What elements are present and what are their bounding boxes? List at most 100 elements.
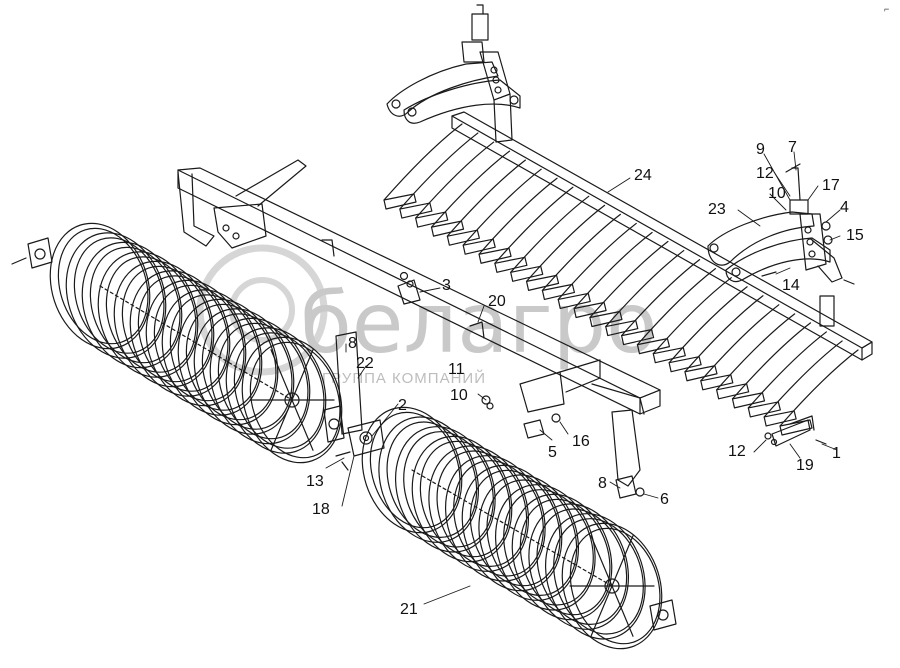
tine-foot xyxy=(636,338,671,355)
leader-4 xyxy=(825,209,841,223)
hitch-arm-23 xyxy=(707,211,815,266)
leader-1 xyxy=(821,443,838,451)
corner-mark: ⌐ xyxy=(884,4,889,14)
hitch-link-14 xyxy=(811,239,843,283)
callout-18: 18 xyxy=(312,501,330,518)
tine-foot xyxy=(525,274,560,291)
tine-foot xyxy=(478,247,512,264)
roller-ring-inner xyxy=(73,237,165,354)
leader-24 xyxy=(607,177,631,193)
roller-ring-inner xyxy=(89,246,181,364)
hitch-pin-7-top xyxy=(471,13,489,41)
tine-spring xyxy=(636,268,717,346)
tine-spring xyxy=(383,123,463,201)
frame-clamp-3 xyxy=(397,279,421,305)
leader-3 xyxy=(419,287,441,293)
tine-foot xyxy=(589,310,623,328)
callout-16: 16 xyxy=(572,433,590,450)
tine-spring xyxy=(763,340,843,418)
hitch-arm-left xyxy=(386,61,499,117)
leader-18 xyxy=(341,455,355,507)
callout-10a: 10 xyxy=(768,185,786,202)
roller-lower xyxy=(361,406,663,650)
tine-foot xyxy=(621,329,655,346)
bearing-flange-22 xyxy=(323,405,345,443)
tine-foot xyxy=(383,193,417,210)
pin-5 xyxy=(523,419,545,439)
washer-12 xyxy=(764,432,772,440)
frame-bracket-left xyxy=(213,203,267,249)
leader-6 xyxy=(643,493,659,499)
leader-13 xyxy=(325,457,345,469)
tine-spring xyxy=(478,177,558,255)
callout-5: 5 xyxy=(548,444,557,461)
tine-spring xyxy=(541,213,621,291)
tine-spring xyxy=(621,259,701,337)
tine-foot xyxy=(652,347,686,364)
callout-24: 24 xyxy=(634,167,652,184)
tine-foot xyxy=(747,401,781,418)
leader-lines xyxy=(325,151,841,605)
top-hitch-bracket xyxy=(386,4,521,143)
leader-14 xyxy=(775,267,791,275)
tine-foot xyxy=(557,292,591,310)
watermark-logo-inner xyxy=(229,277,295,343)
roller-ring xyxy=(241,336,343,464)
tine-spring xyxy=(716,313,796,391)
leader-23 xyxy=(737,209,761,227)
callout-9: 9 xyxy=(756,141,765,158)
frame-drawbar xyxy=(235,159,307,207)
leader-19 xyxy=(789,443,801,459)
frame-right-leg xyxy=(611,409,641,487)
end-plate-right xyxy=(649,599,677,631)
tine-spring xyxy=(779,349,859,427)
roller-ring-inner xyxy=(169,294,261,411)
roller-upper xyxy=(49,222,343,464)
leader-21 xyxy=(423,585,471,605)
callout-1: 1 xyxy=(832,445,841,462)
nut-4 xyxy=(821,221,831,231)
leader-8b xyxy=(609,481,621,489)
roller-ring-inner xyxy=(137,275,229,392)
leader-12a xyxy=(773,171,791,197)
leader-10a xyxy=(769,193,787,211)
frame-left-leg xyxy=(177,171,215,247)
roller-ring xyxy=(528,503,630,630)
roller-ring-inner xyxy=(233,332,325,449)
leader-20 xyxy=(477,305,485,323)
tine-foot xyxy=(700,374,734,391)
watermark-logo-ring xyxy=(196,244,328,376)
washer-11 xyxy=(486,402,494,410)
leader-15 xyxy=(829,235,841,241)
callout-10b: 10 xyxy=(450,387,468,404)
callout-8b: 8 xyxy=(598,475,607,492)
bolt-14 xyxy=(761,271,777,277)
leader-10b xyxy=(477,393,487,401)
leader-12b xyxy=(753,439,767,453)
roller-ring xyxy=(225,327,327,454)
tine-foot xyxy=(716,383,750,400)
leader-2 xyxy=(371,403,399,437)
leader-7 xyxy=(793,151,797,171)
tine-foot xyxy=(573,301,607,319)
callout-17: 17 xyxy=(822,177,840,194)
bolt-1 xyxy=(815,439,827,445)
tine-spring xyxy=(462,168,542,246)
tine-foot xyxy=(430,220,465,237)
tine-foot xyxy=(779,419,813,436)
roller-ring-inner xyxy=(121,265,213,383)
callout-11: 11 xyxy=(448,361,465,378)
tine-foot xyxy=(763,410,797,427)
nut-10 xyxy=(481,395,491,405)
tine-spring xyxy=(573,231,653,310)
roller-axle xyxy=(99,285,293,401)
callout-22: 22 xyxy=(356,355,374,372)
roller-ring-inner xyxy=(519,498,611,616)
tine-spring xyxy=(668,286,748,364)
tine-spring xyxy=(700,304,780,382)
tine-spring xyxy=(557,222,637,301)
tine-spring xyxy=(430,150,511,228)
callout-23: 23 xyxy=(708,201,726,218)
tine-spring xyxy=(747,331,827,409)
roller-ring-inner xyxy=(553,518,644,635)
